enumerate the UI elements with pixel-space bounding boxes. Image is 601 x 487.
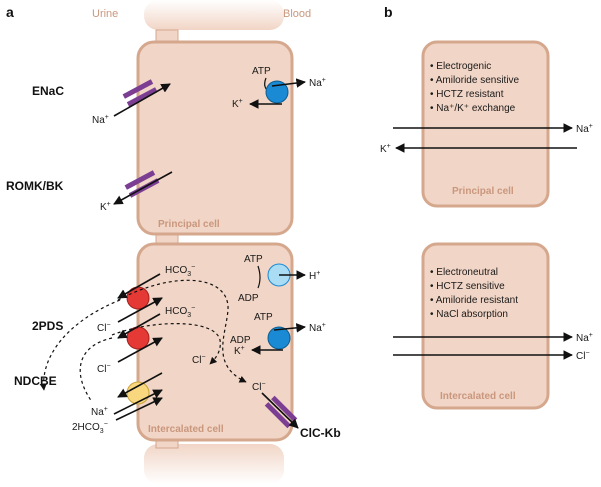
b-intercalated-bullet-2: • HCTZ sensitive [430,281,505,292]
ndcbe-label: NDCBE [14,374,57,388]
h-label: H+ [309,270,320,282]
pds2-cl-arrow [117,337,163,363]
b-principal-bullet-3: • HCTZ resistant [430,89,504,100]
pump-k-label: K+ [232,98,243,110]
clc-kb-arrow [261,392,299,429]
enac-na-label: Na+ [92,114,109,126]
enac-label: ENaC [32,84,64,98]
hco3-recycle-path [39,299,121,391]
b-principal-k-label: K+ [380,143,391,155]
pds-label: 2PDS [32,319,63,333]
pds1-hco3-label: HCO3− [165,264,195,278]
b-principal-cell [421,40,550,208]
pds1-hco3-arrow [117,273,161,299]
b-principal-name: Principal cell [452,186,514,197]
b-intercalated-name: Intercalated cell [440,391,516,402]
clc-cl-label: Cl− [252,381,266,393]
pds1-cl-arrow [117,297,163,323]
principal-cell [136,40,294,236]
atp-label-2: ATP [244,254,263,265]
pump2-k-label: K+ [234,345,245,357]
adp-label: ADP [238,293,259,304]
pump2-na-label: Na+ [309,322,326,334]
faded-cell-top [144,0,284,30]
b-principal-na-label: Na+ [576,123,593,135]
b-principal-bullet-2: • Amiloride sensitive [430,75,520,86]
urine-label: Urine [92,8,118,20]
b-intercalated-bullet-4: • NaCl absorption [430,309,508,320]
faded-cell-bottom [144,444,284,484]
b-intercalated-cell [421,242,550,410]
adp-label-2: ADP [230,335,251,346]
atp-label: ATP [252,66,271,77]
romk-k-arrow [113,171,173,205]
blood-label: Blood [283,8,311,20]
pump-na-arrow [271,78,306,88]
romk-k-label: K+ [100,201,111,213]
pds2-hco3-arrow [117,313,161,339]
cl-shuttle-path [117,279,247,383]
atp-adp-curve [257,265,261,289]
clc-kb-channel [264,395,298,429]
panel-b-label: b [384,4,393,20]
intercalated-cell-label: Intercalated cell [148,424,224,435]
ndcbe-hco3-label: 2HCO3− [72,421,108,435]
principal-cell-label: Principal cell [158,219,220,230]
pump-na-label: Na+ [309,77,326,89]
b-intercalated-na-label: Na+ [576,332,593,344]
b-intercalated-bullet-1: • Electroneutral [430,267,498,278]
cl-shuttle-path-2 [111,323,221,365]
na-k-pump-intercalated [267,326,291,350]
internal-cl-label: Cl− [192,354,206,366]
atp-label-3: ATP [254,312,273,323]
b-intercalated-bullet-3: • Amiloride resistant [430,295,518,306]
na-k-pump-principal [265,80,289,104]
ndcbe-cl-arrow [117,372,163,398]
ndcbe-na-arrow [113,389,163,415]
romk-bk-label: ROMK/BK [6,179,64,193]
hco3-recycle-path-2 [79,337,113,403]
clc-kb-label: ClC-Kb [300,426,341,440]
b-principal-bullet-1: • Electrogenic [430,61,491,72]
enac-channel [122,79,158,107]
pds2-hco3-label: HCO3− [165,305,195,319]
panel-a-label: a [6,4,14,20]
b-intercalated-cl-label: Cl− [576,350,590,362]
enac-na-arrow [113,83,171,117]
ndcbe-hco3-arrow [115,397,163,421]
pds1-cl-label: Cl− [97,322,111,334]
b-principal-bullet-4: • Na⁺/K⁺ exchange [430,103,516,114]
pds2-cl-label: Cl− [97,363,111,375]
pump2-na-arrow [273,323,306,333]
ndcbe-na-label: Na+ [91,406,108,418]
